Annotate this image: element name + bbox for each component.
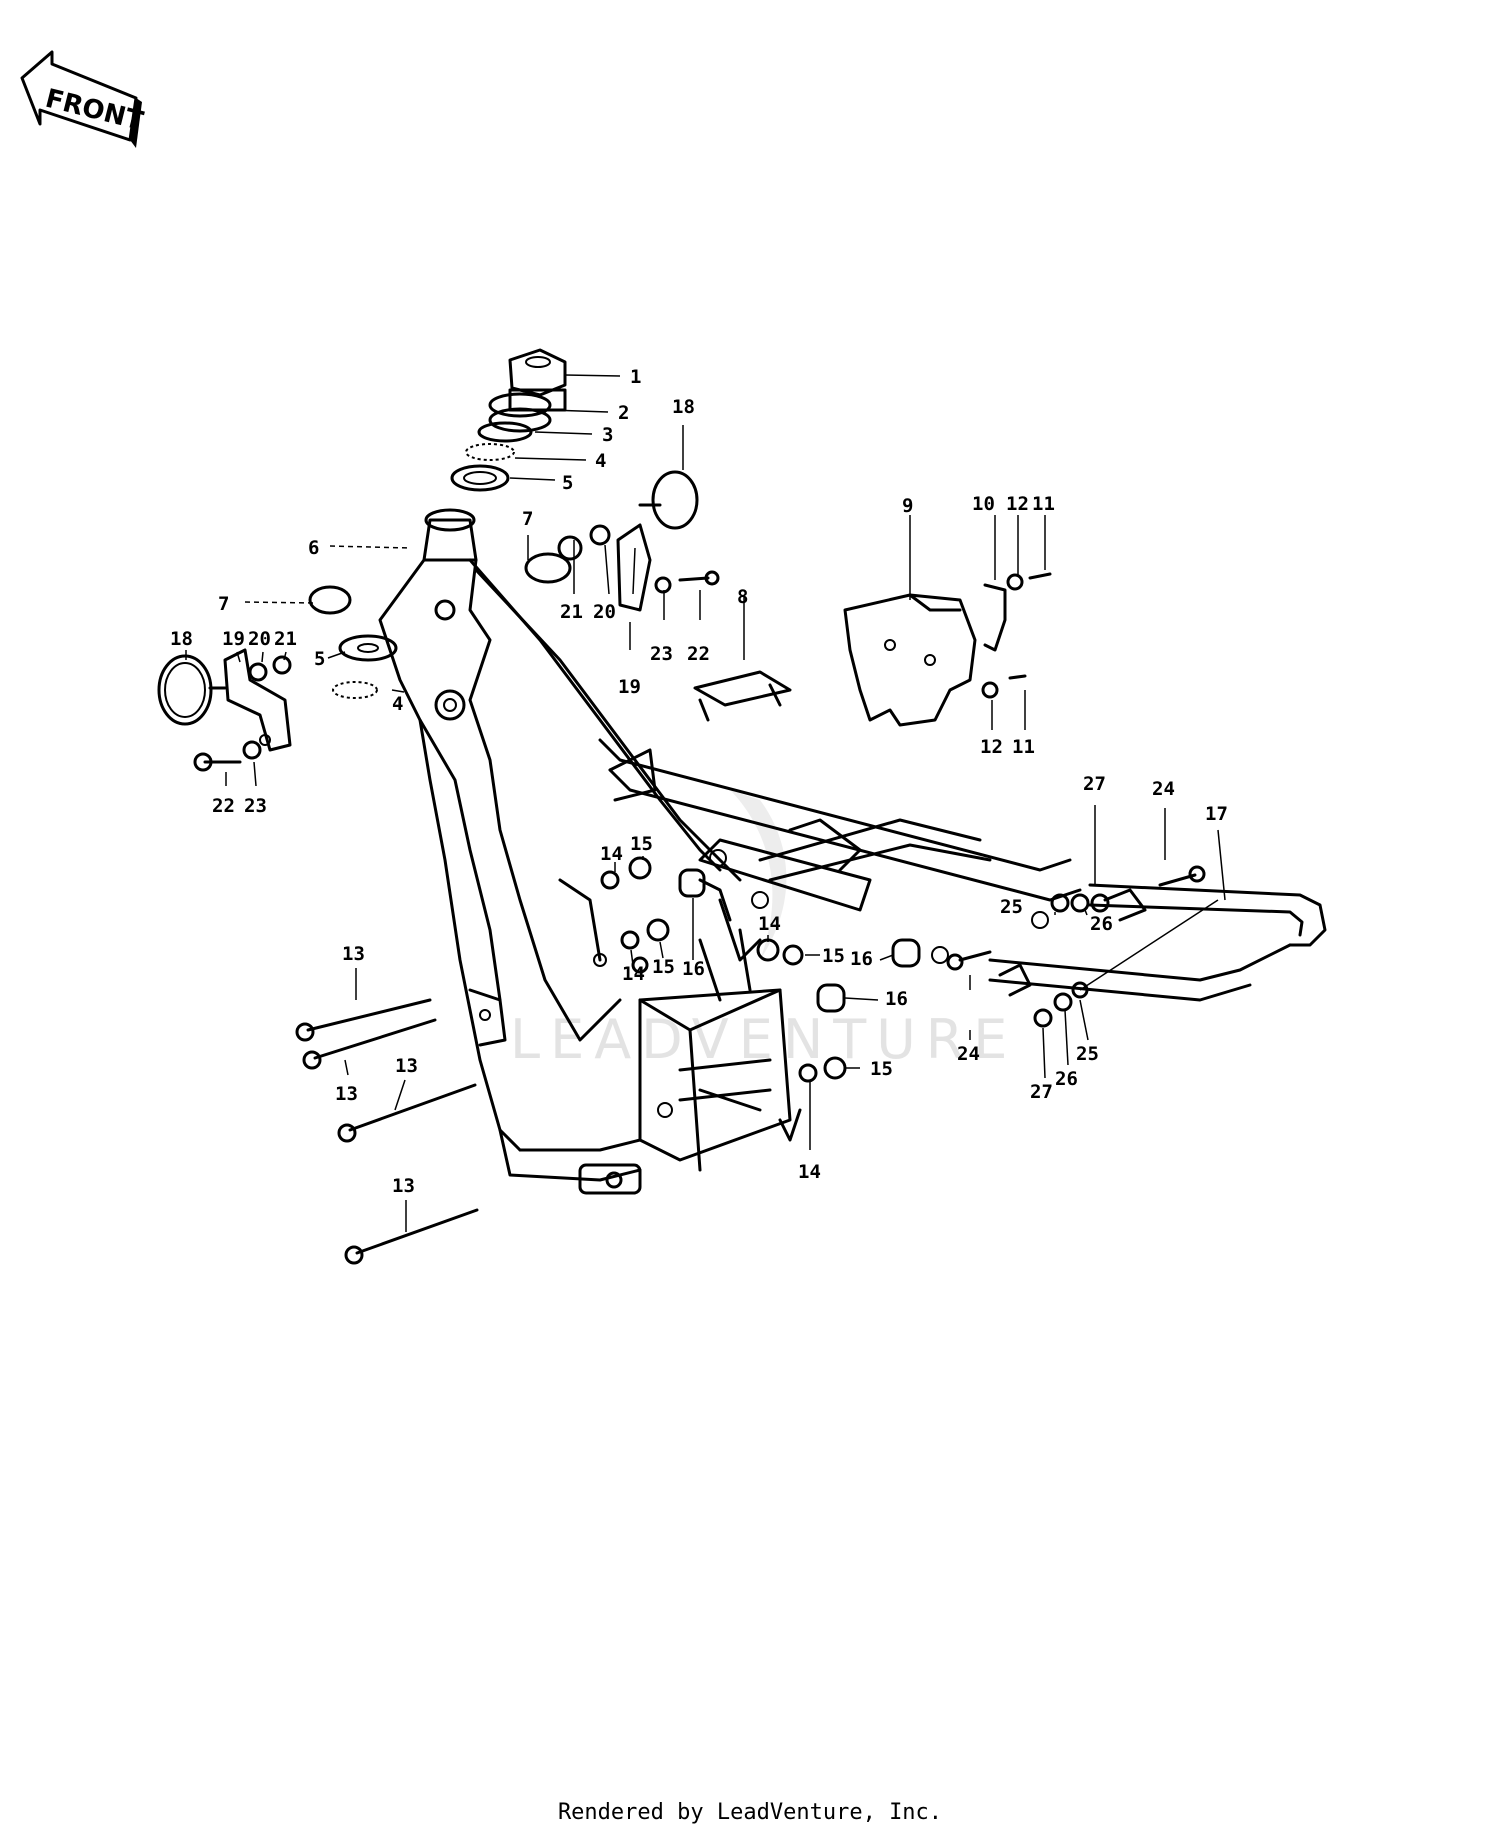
callout-15-b: 15 xyxy=(652,956,675,978)
long-bolts xyxy=(295,998,479,1265)
front-direction-arrow: FRONT xyxy=(20,50,146,148)
callout-13-d: 13 xyxy=(392,1175,415,1197)
hardware xyxy=(600,856,1206,1083)
callout-25-top: 25 xyxy=(1000,896,1023,918)
callout-22-left: 22 xyxy=(212,795,235,817)
callout-16-a: 16 xyxy=(682,958,705,980)
reflector-brackets xyxy=(157,470,792,772)
callout-13-c: 13 xyxy=(395,1055,418,1077)
callout-3: 3 xyxy=(602,424,613,446)
footer-credit: Rendered by LeadVenture, Inc. xyxy=(557,1800,943,1825)
callout-27-bottom: 27 xyxy=(1030,1081,1053,1103)
watermark-logo xyxy=(730,790,787,960)
callout-15-d: 15 xyxy=(870,1058,893,1080)
callout-11-bottom: 11 xyxy=(1012,736,1035,758)
callouts: 1 2 3 4 5 6 7 18 21 20 19 23 22 8 9 10 1… xyxy=(170,366,1228,1197)
callout-20: 20 xyxy=(593,601,616,623)
electrical-panel xyxy=(843,572,1052,727)
callout-4: 4 xyxy=(595,450,606,472)
callout-26-bottom: 26 xyxy=(1055,1068,1078,1090)
callout-16-c: 16 xyxy=(885,988,908,1010)
callout-1: 1 xyxy=(630,366,641,388)
callout-14-d: 14 xyxy=(798,1161,821,1183)
rear-grab-bar xyxy=(988,883,1327,1002)
callout-5: 5 xyxy=(562,472,573,494)
main-frame xyxy=(378,508,1082,1195)
callout-15-a: 15 xyxy=(630,833,653,855)
callout-24-top: 24 xyxy=(1152,778,1175,800)
callout-8: 8 xyxy=(737,586,748,608)
callout-12-top: 12 xyxy=(1006,493,1029,515)
callout-26-top: 26 xyxy=(1090,913,1113,935)
callout-21-left: 21 xyxy=(274,628,297,650)
callout-23: 23 xyxy=(650,643,673,665)
callout-15-c: 15 xyxy=(822,945,845,967)
callout-2: 2 xyxy=(618,402,629,424)
callout-12-bottom: 12 xyxy=(980,736,1003,758)
callout-22: 22 xyxy=(687,643,710,665)
callout-27-top: 27 xyxy=(1083,773,1106,795)
callout-5-left: 5 xyxy=(314,648,325,670)
callout-13-a: 13 xyxy=(342,943,365,965)
callout-7: 7 xyxy=(522,508,533,530)
callout-20-left: 20 xyxy=(248,628,271,650)
callout-14-b: 14 xyxy=(622,963,645,985)
callout-25-bottom: 25 xyxy=(1076,1043,1099,1065)
leader-lines xyxy=(185,374,1226,1232)
callout-23-left: 23 xyxy=(244,795,267,817)
callout-18-left: 18 xyxy=(170,628,193,650)
callout-4-left: 4 xyxy=(392,693,403,715)
callout-13-b: 13 xyxy=(335,1083,358,1105)
callout-11-top: 11 xyxy=(1032,493,1055,515)
callout-14-a: 14 xyxy=(600,843,623,865)
callout-18: 18 xyxy=(672,396,695,418)
callout-17: 17 xyxy=(1205,803,1228,825)
callout-14-c: 14 xyxy=(758,913,781,935)
callout-6: 6 xyxy=(308,537,319,559)
callout-21: 21 xyxy=(560,601,583,623)
callout-9: 9 xyxy=(902,495,913,517)
callout-7-left: 7 xyxy=(218,593,229,615)
callout-16-b: 16 xyxy=(850,948,873,970)
callout-19: 19 xyxy=(618,676,641,698)
callout-10: 10 xyxy=(972,493,995,515)
callout-19-left: 19 xyxy=(222,628,245,650)
callout-24-bottom: 24 xyxy=(957,1043,980,1065)
